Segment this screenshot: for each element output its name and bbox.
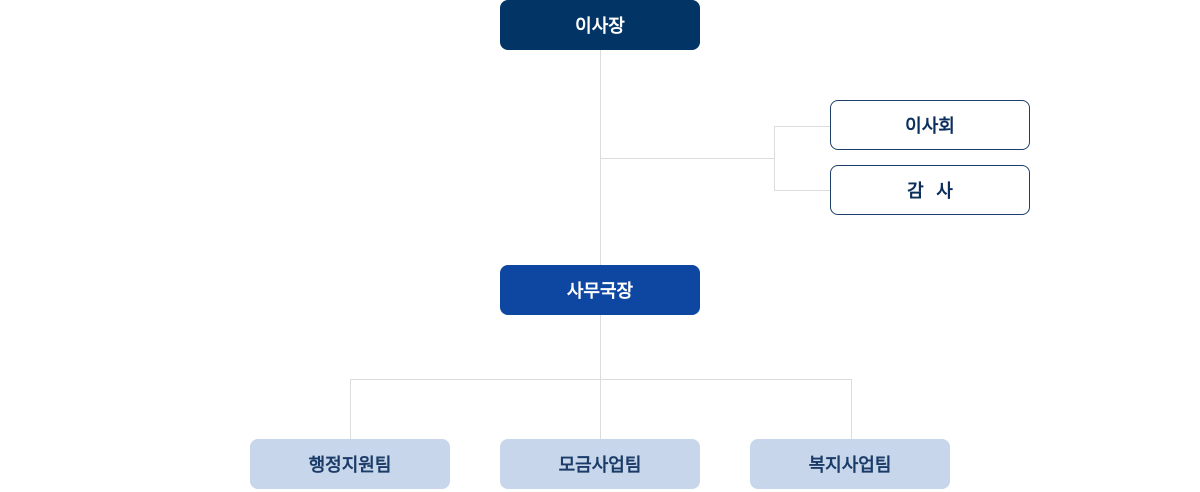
connector-branch-horizontal <box>600 158 775 159</box>
connector-to-team-3 <box>851 379 852 439</box>
audit-node: 감 사 <box>830 165 1030 215</box>
connector-to-board <box>774 126 830 127</box>
chairman-node: 이사장 <box>500 0 700 50</box>
connector-branch-vertical <box>774 126 775 190</box>
connector-teams-horizontal <box>350 379 852 380</box>
connector-director-down <box>600 315 601 439</box>
connector-to-team-1 <box>350 379 351 439</box>
connector-to-audit <box>774 190 830 191</box>
team-node-fundraising: 모금사업팀 <box>500 439 700 489</box>
board-node: 이사회 <box>830 100 1030 150</box>
team-node-welfare: 복지사업팀 <box>750 439 950 489</box>
team-node-admin-support: 행정지원팀 <box>250 439 450 489</box>
connector-chairman-to-director <box>600 50 601 265</box>
director-node: 사무국장 <box>500 265 700 315</box>
